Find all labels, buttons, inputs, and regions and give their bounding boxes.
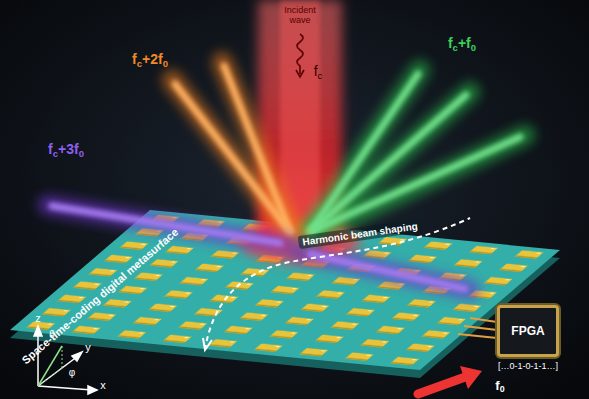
axis-label: y [85,341,91,353]
chip-label: FPGA [511,324,544,338]
axis-label: z [35,312,41,324]
code-sequence: […0-1-0-1-1…] [498,362,558,372]
harmonic-label: fc+f0 [448,36,476,51]
fpga-chip: FPGA [497,305,559,357]
incident-label: Incident wave [274,6,326,26]
angle-label: θ [49,329,55,340]
angle-label: φ [69,367,75,378]
axis-label: x [100,379,106,391]
frequency-label: fc [314,64,323,79]
harmonic-label: fc+2f0 [132,52,168,67]
modulation-frequency: f0 [495,379,504,393]
harmonic-label: fc+3f0 [48,142,84,157]
